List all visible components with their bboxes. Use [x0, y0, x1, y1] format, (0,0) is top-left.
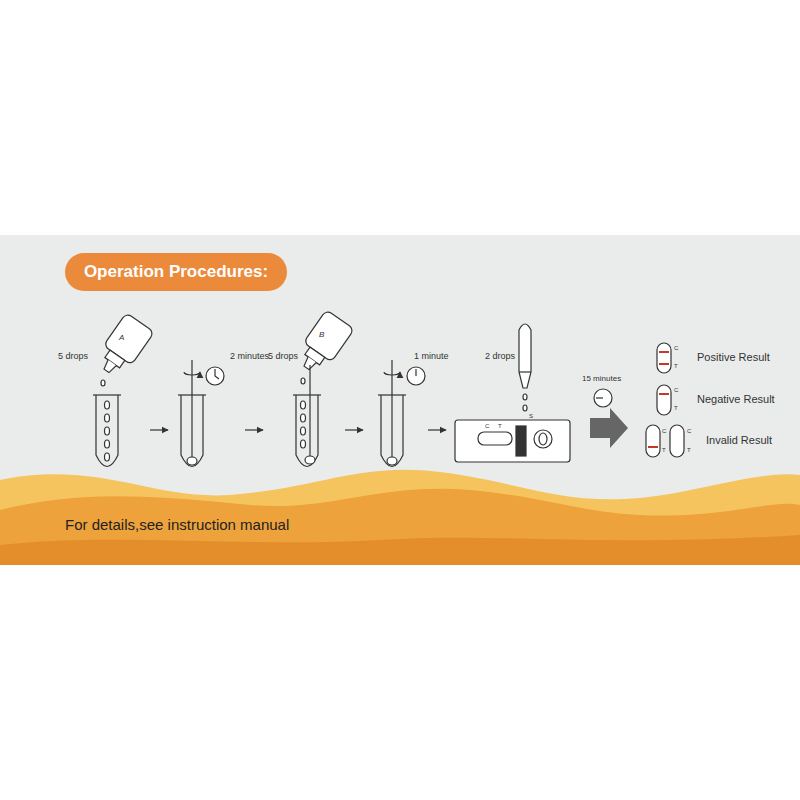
- result-mark: C: [687, 428, 691, 434]
- result-mark: T: [687, 447, 691, 453]
- result-lines: [648, 352, 669, 447]
- result-mark: T: [662, 447, 666, 453]
- footer-note: For details,see instruction manual: [65, 517, 289, 532]
- result-mark: C: [674, 387, 678, 393]
- step-drawings: [93, 310, 684, 467]
- wave: [0, 535, 800, 565]
- step-label: 2 drops: [485, 352, 515, 361]
- result-mark: C: [674, 345, 678, 351]
- result-label: Positive Result: [697, 352, 770, 363]
- panel: [0, 235, 800, 565]
- cassette-mark: S: [529, 413, 533, 419]
- step-label: 5 drops: [268, 352, 298, 361]
- result-label: Invalid Result: [706, 435, 772, 446]
- result-mark: C: [662, 428, 666, 434]
- title-pill: Operation Procedures:: [65, 253, 287, 291]
- bottle-letter: A: [119, 334, 124, 342]
- result-mark: T: [674, 405, 678, 411]
- cassette-mark: C: [485, 423, 489, 429]
- wave: [0, 489, 800, 565]
- step-label: 2 minutes: [230, 352, 269, 361]
- result-label: Negative Result: [697, 394, 775, 405]
- wave: [0, 470, 800, 565]
- bottle-letter: B: [319, 331, 324, 339]
- step-label: 15 minutes: [582, 375, 621, 383]
- step-label: 5 drops: [58, 352, 88, 361]
- step-label: 1 minute: [414, 352, 449, 361]
- result-mark: T: [674, 363, 678, 369]
- cassette-mark: T: [498, 423, 502, 429]
